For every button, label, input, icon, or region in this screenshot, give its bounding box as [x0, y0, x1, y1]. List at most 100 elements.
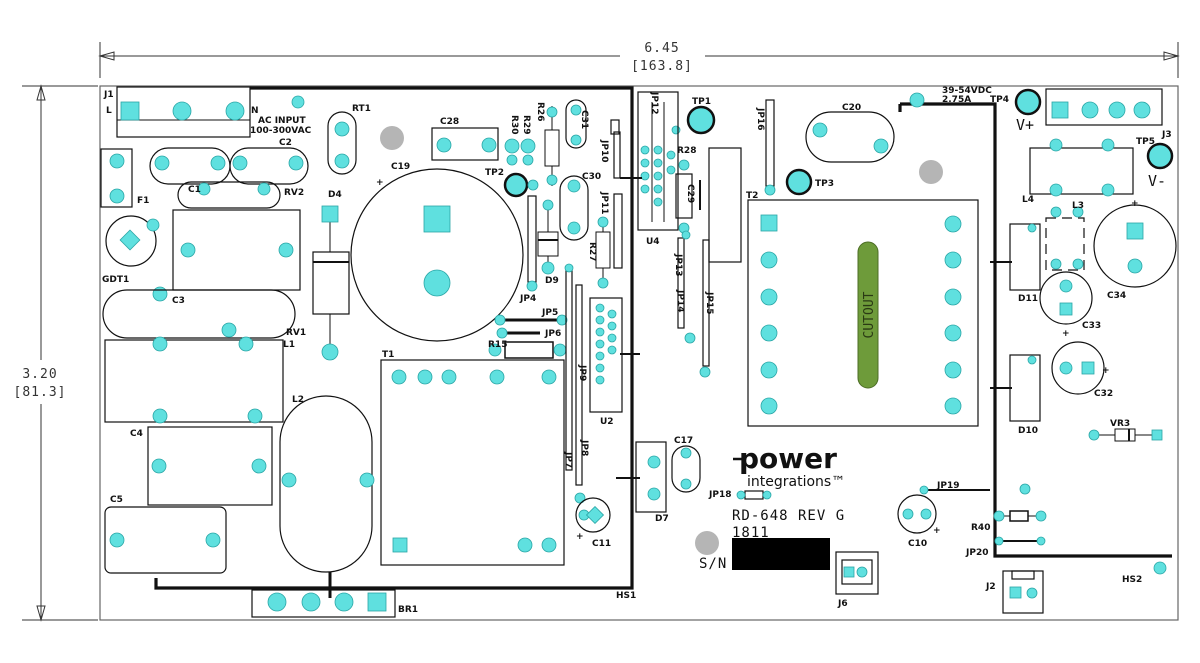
svg-text:V-: V- [1148, 172, 1166, 190]
svg-text:JP19: JP19 [936, 481, 959, 491]
svg-text:JP6: JP6 [544, 329, 561, 339]
svg-text:+: + [1131, 199, 1139, 209]
svg-text:C29: C29 [685, 184, 695, 203]
height-dimension: 3.20 [81.3] [14, 84, 98, 622]
svg-text:JP12: JP12 [649, 91, 659, 114]
svg-text:J2: J2 [985, 582, 996, 592]
svg-text:R15: R15 [488, 340, 507, 350]
power-integrations-logo: power integrations™ [733, 442, 845, 490]
svg-text:RT1: RT1 [352, 104, 371, 114]
svg-text:+: + [1102, 366, 1110, 376]
svg-text:JP16: JP16 [755, 107, 765, 130]
svg-text:C4: C4 [130, 429, 143, 439]
svg-text:C28: C28 [440, 117, 459, 127]
svg-text:L: L [106, 106, 112, 116]
svg-text:TP1: TP1 [692, 97, 711, 107]
svg-text:D7: D7 [655, 514, 669, 524]
svg-text:JP11: JP11 [599, 191, 609, 214]
svg-text:+: + [933, 526, 941, 536]
svg-text:JP8: JP8 [579, 439, 589, 456]
svg-text:JP7: JP7 [563, 451, 573, 468]
svg-text:VR3: VR3 [1110, 419, 1130, 429]
svg-text:J6: J6 [837, 599, 848, 609]
svg-text:L3: L3 [1072, 201, 1084, 211]
svg-text:R30: R30 [509, 115, 519, 134]
svg-text:C20: C20 [842, 103, 861, 113]
svg-text:L4: L4 [1022, 195, 1034, 205]
height-inches: 3.20 [22, 367, 57, 382]
board-date-code: 1811 [732, 525, 770, 541]
svg-text:TP4: TP4 [990, 95, 1009, 105]
svg-text:R40: R40 [971, 523, 990, 533]
svg-text:JP15: JP15 [704, 291, 714, 314]
svg-text:JP20: JP20 [965, 548, 988, 558]
svg-text:R29: R29 [521, 115, 531, 134]
svg-text:C3: C3 [172, 296, 185, 306]
board-revision: RD-648 REV G [732, 508, 845, 524]
width-mm: [163.8] [631, 59, 693, 74]
cutout-label: CUTOUT [862, 291, 877, 338]
svg-text:JP18: JP18 [708, 490, 731, 500]
svg-text:C17: C17 [674, 436, 693, 446]
svg-text:BR1: BR1 [398, 605, 418, 615]
svg-text:2.75A: 2.75A [942, 95, 971, 105]
svg-text:F1: F1 [137, 196, 149, 206]
heatsink-hs1 [154, 86, 634, 590]
svg-text:C11: C11 [592, 539, 611, 549]
height-mm: [81.3] [14, 385, 67, 400]
svg-text:R28: R28 [677, 146, 696, 156]
connector-j1 [116, 86, 251, 138]
width-dimension: 6.45 [163.8] [98, 41, 1180, 78]
svg-text:T2: T2 [746, 191, 758, 201]
svg-text:RV1: RV1 [286, 328, 306, 338]
svg-text:U4: U4 [646, 237, 660, 247]
cutout-slot [857, 241, 879, 389]
svg-text:C1: C1 [188, 185, 201, 195]
logo-line2: integrations™ [747, 474, 845, 490]
svg-text:D4: D4 [328, 190, 342, 200]
svg-text:L1: L1 [283, 340, 295, 350]
svg-text:RV2: RV2 [284, 188, 304, 198]
svg-text:+: + [376, 178, 384, 188]
svg-text:D11: D11 [1018, 294, 1038, 304]
svg-text:HS2: HS2 [1122, 575, 1142, 585]
svg-text:JP5: JP5 [541, 308, 558, 318]
svg-text:J1: J1 [103, 90, 114, 100]
svg-text:C32: C32 [1094, 389, 1113, 399]
svg-text:GDT1: GDT1 [102, 275, 129, 285]
svg-text:D9: D9 [545, 276, 559, 286]
svg-text:JP9: JP9 [577, 364, 587, 381]
svg-text:+: + [576, 532, 584, 542]
logo-line1: power [739, 442, 837, 475]
svg-text:AC INPUT: AC INPUT [258, 116, 306, 126]
svg-text:+: + [1062, 329, 1070, 339]
board-outline [99, 85, 1179, 621]
svg-text:HS1: HS1 [616, 591, 636, 601]
svg-text:V+: V+ [1016, 116, 1034, 134]
svg-text:TP3: TP3 [815, 179, 834, 189]
svg-text:R27: R27 [587, 242, 597, 261]
svg-text:C30: C30 [582, 172, 601, 182]
svg-text:JP13: JP13 [673, 253, 683, 276]
svg-text:C31: C31 [579, 110, 589, 129]
svg-text:C5: C5 [110, 495, 123, 505]
svg-text:100-300VAC: 100-300VAC [250, 126, 312, 136]
svg-text:D10: D10 [1018, 426, 1038, 436]
svg-text:L2: L2 [292, 395, 304, 405]
svg-text:TP2: TP2 [485, 168, 504, 178]
svg-text:U2: U2 [600, 417, 614, 427]
svg-text:R26: R26 [535, 102, 545, 121]
svg-text:JP4: JP4 [519, 294, 536, 304]
svg-text:C34: C34 [1107, 291, 1126, 301]
svg-text:39-54VDC: 39-54VDC [942, 86, 992, 96]
svg-text:C19: C19 [391, 162, 410, 172]
svg-text:N: N [251, 106, 259, 116]
svg-text:C2: C2 [279, 138, 292, 148]
svg-text:TP5: TP5 [1136, 137, 1155, 147]
reference-designators: J1 L N AC INPUT 100-300VAC RT1 C1 C2 F1 … [102, 86, 1172, 615]
svg-text:C10: C10 [908, 539, 927, 549]
svg-text:J3: J3 [1161, 130, 1172, 140]
serial-number-block [732, 538, 830, 570]
svg-text:JP10: JP10 [599, 139, 609, 162]
